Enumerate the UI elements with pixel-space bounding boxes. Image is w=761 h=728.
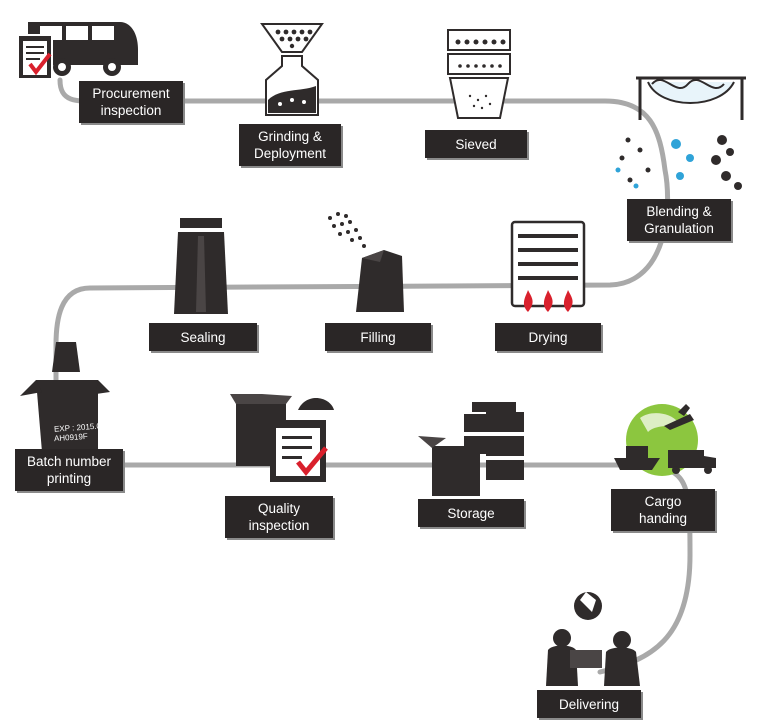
step-label-blending: Blending & Granulation [627,199,731,241]
step-label-sealing: Sealing [149,323,257,351]
step-label-storage: Storage [418,499,524,527]
truck-checklist-icon [17,22,138,80]
filling-bag-icon [328,212,404,312]
sieve-trays-icon [447,29,511,119]
step-label-procurement: Procurement inspection [79,81,183,123]
step-label-delivering: Delivering [537,690,641,718]
step-label-filling: Filling [325,323,431,351]
delivery-people-icon [546,592,640,686]
step-label-cargo: Cargo handing [611,489,715,531]
printed-box-icon [20,342,110,452]
step-label-batch: Batch number printing [15,449,123,491]
drying-rack-icon [510,220,586,312]
sealed-bag-icon [174,218,228,314]
box-checklist-icon [230,394,334,482]
step-label-drying: Drying [495,323,601,351]
grinder-hopper-icon [260,23,324,116]
stacked-boxes-icon [418,402,524,496]
step-label-sieved: Sieved [425,130,527,158]
step-label-quality: Quality inspection [225,496,333,538]
step-label-grinding: Grinding & Deployment [239,124,341,166]
flow-path [53,77,693,675]
mixer-granules-icon [615,76,746,190]
cargo-globe-icon [614,404,716,476]
